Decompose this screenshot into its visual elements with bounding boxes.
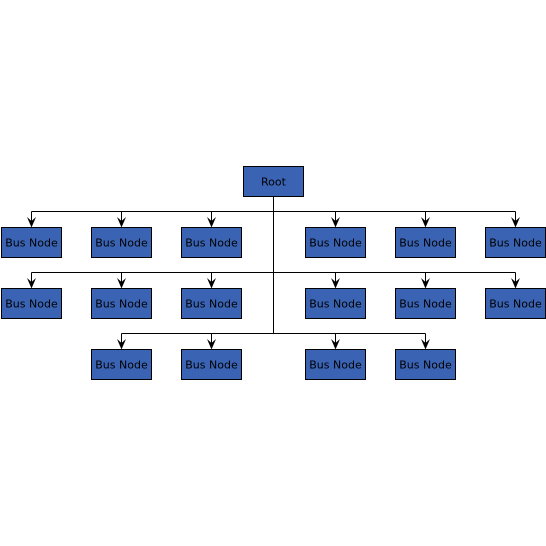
root-node-box	[243, 166, 304, 197]
bus-node-box	[181, 288, 242, 319]
bus-node-label: Bus Node	[185, 359, 238, 372]
bus-node-label: Bus Node	[309, 298, 362, 311]
arrowhead	[421, 339, 430, 350]
root-node: Root	[243, 166, 304, 197]
bus-node-label: Bus Node	[399, 298, 452, 311]
bus-node-label: Bus Node	[185, 237, 238, 250]
arrowhead	[207, 278, 216, 289]
bus-node-box	[91, 349, 152, 380]
arrowhead	[207, 339, 216, 350]
bus-node-label: Bus Node	[5, 298, 58, 311]
bus-node: Bus Node	[305, 349, 366, 380]
bus-node-label: Bus Node	[185, 298, 238, 311]
root-node-label: Root	[261, 176, 287, 189]
bus-node-box	[305, 288, 366, 319]
bus-node: Bus Node	[395, 349, 456, 380]
bus-node: Bus Node	[1, 227, 62, 258]
bus-node: Bus Node	[91, 227, 152, 258]
bus-node-box	[1, 227, 62, 258]
bus-node-label: Bus Node	[95, 237, 148, 250]
bus-node: Bus Node	[305, 288, 366, 319]
bus-node: Bus Node	[485, 227, 546, 258]
bus-node-box	[395, 227, 456, 258]
bus-node-box	[181, 227, 242, 258]
bus-node-label: Bus Node	[95, 359, 148, 372]
connector-layer	[27, 196, 520, 350]
bus-node: Bus Node	[91, 288, 152, 319]
bus-node-box	[181, 349, 242, 380]
bus-node-box	[305, 349, 366, 380]
bus-node-label: Bus Node	[399, 359, 452, 372]
arrowhead	[117, 278, 126, 289]
arrowhead	[331, 339, 340, 350]
arrowhead	[117, 339, 126, 350]
bus-node-label: Bus Node	[489, 237, 542, 250]
bus-node-label: Bus Node	[309, 237, 362, 250]
arrowhead	[27, 217, 36, 228]
bus-node-label: Bus Node	[95, 298, 148, 311]
bus-node: Bus Node	[395, 288, 456, 319]
arrowhead	[511, 217, 520, 228]
bus-node-box	[485, 227, 546, 258]
bus-node: Bus Node	[181, 349, 242, 380]
arrowhead	[207, 217, 216, 228]
arrowhead	[27, 278, 36, 289]
bus-node-label: Bus Node	[5, 237, 58, 250]
bus-node: Bus Node	[91, 349, 152, 380]
bus-node-box	[91, 288, 152, 319]
bus-node: Bus Node	[395, 227, 456, 258]
bus-node-label: Bus Node	[309, 359, 362, 372]
arrowhead	[511, 278, 520, 289]
arrowhead	[421, 278, 430, 289]
bus-node: Bus Node	[1, 288, 62, 319]
bus-node-label: Bus Node	[489, 298, 542, 311]
arrowhead	[331, 217, 340, 228]
arrowhead	[117, 217, 126, 228]
bus-node-box	[91, 227, 152, 258]
bus-node-box	[305, 227, 366, 258]
bus-node: Bus Node	[181, 288, 242, 319]
bus-node: Bus Node	[485, 288, 546, 319]
bus-node-box	[485, 288, 546, 319]
bus-node-box	[395, 288, 456, 319]
arrowhead	[421, 217, 430, 228]
bus-node-box	[1, 288, 62, 319]
arrowhead	[331, 278, 340, 289]
bus-node: Bus Node	[181, 227, 242, 258]
bus-node-label: Bus Node	[399, 237, 452, 250]
bus-node: Bus Node	[305, 227, 366, 258]
bus-node-box	[395, 349, 456, 380]
